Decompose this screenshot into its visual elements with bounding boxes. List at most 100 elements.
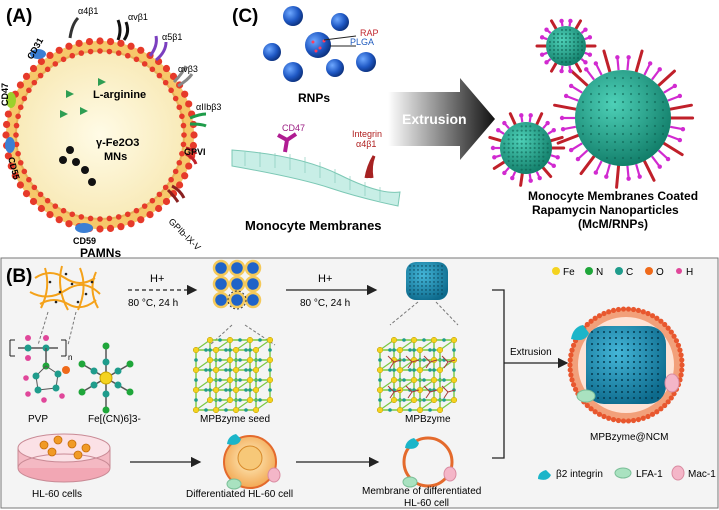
c-atom [408, 368, 412, 372]
membrane-texture-dot [507, 142, 510, 145]
membrane-texture-dot [572, 48, 576, 52]
cd47-spike-head [583, 27, 588, 32]
membrane-texture-dot [524, 164, 528, 167]
membrane-texture-dot [560, 48, 564, 52]
membrane-texture-dot [520, 133, 523, 137]
hl60-membrane-vesicle [402, 436, 457, 488]
pore-dot [409, 273, 411, 275]
c-atom [388, 408, 392, 412]
ncm-lipid-head [569, 377, 575, 383]
pore-dot [429, 265, 431, 267]
cd47-protein [277, 132, 298, 153]
ncm-lipid-head [596, 313, 603, 319]
ncm-lipid-head [615, 417, 622, 424]
prussian-blue-lattice-mpbzyme [376, 336, 458, 414]
pore-dot [603, 391, 605, 393]
membrane-label-line2: HL-60 cell [404, 498, 449, 509]
ncm-lipid-head [635, 416, 642, 423]
membrane-texture-dot [520, 138, 523, 141]
pore-dot [609, 391, 611, 393]
pore-dot [433, 273, 435, 275]
h-legend-label: H [686, 267, 693, 278]
cd47-spike-head [568, 68, 573, 74]
seed-zoom-circle [227, 290, 247, 310]
membrane-texture-dot [511, 164, 515, 167]
cd47-spike-head [544, 27, 549, 32]
pore-dot [609, 367, 611, 369]
pore-dot [409, 293, 411, 295]
c-atom [228, 388, 232, 392]
c-atom [392, 368, 396, 372]
lipid-head-outer [55, 216, 63, 224]
pore-dot [615, 397, 617, 399]
integrin-spike [488, 135, 503, 143]
c-atom [412, 348, 416, 352]
c-atom [388, 348, 392, 352]
fe-atom [252, 366, 260, 374]
membrane-texture-dot [589, 140, 593, 144]
membrane-texture-dot [516, 159, 519, 163]
membrane-texture-dot [511, 138, 515, 141]
ncm-lipid-head [592, 409, 598, 415]
lipid-head-outer [11, 172, 19, 180]
membrane-texture-dot [613, 148, 617, 152]
pvp-branch [405, 385, 420, 399]
pore-dot [425, 273, 427, 275]
membrane-texture-dot [503, 146, 506, 150]
membrane-texture-dot [629, 76, 633, 80]
pore-dot [651, 385, 653, 387]
cd47-label: CD47 [0, 83, 10, 106]
pore-dot [597, 379, 599, 381]
c-legend-marker [615, 267, 623, 275]
mpbzyme-seed-particle [228, 259, 246, 277]
pore-dot [421, 273, 423, 275]
pore-dot [437, 293, 439, 295]
cd47-spike-head [665, 156, 671, 162]
membrane-texture-dot [537, 133, 541, 137]
c-atom [248, 368, 252, 372]
pore-dot [657, 355, 659, 357]
lipid-head-outer [96, 37, 104, 45]
lipid-head-inner [172, 168, 179, 175]
membrane-texture-dot [605, 148, 609, 152]
integrin-spike [579, 154, 596, 176]
lipid-head-outer [46, 51, 54, 60]
integrin-spike [615, 164, 621, 189]
lipid-head-outer [16, 181, 25, 189]
pore-dot [591, 337, 593, 339]
c-atom [428, 408, 432, 412]
lipid-head-outer [117, 223, 125, 231]
membrane-texture-dot [605, 156, 609, 160]
membrane-texture-dot [645, 108, 649, 112]
integrin-spike [492, 160, 506, 170]
lipid-head-inner [78, 214, 85, 220]
lipid-head-inner [176, 104, 183, 111]
membrane-texture-dot [542, 151, 545, 154]
mpbzyme-seed-particle [212, 275, 230, 293]
pore-dot [603, 343, 605, 345]
pore-dot [413, 277, 415, 279]
pore-dot [417, 289, 419, 291]
ferricyanide-label: Fe[(CN)6]3- [88, 414, 141, 425]
membrane-texture-dot [542, 138, 545, 141]
lipid-head-outer [46, 210, 54, 219]
c-atom [378, 398, 382, 402]
lipid-head-inner [133, 207, 140, 214]
mpbzyme-nanocube [406, 262, 448, 300]
ncm-lipid-heads [567, 306, 685, 424]
pore-dot [609, 337, 611, 339]
membrane-texture-dot [533, 133, 536, 137]
membrane-texture-dot [613, 84, 617, 88]
lipid-head-inner [87, 215, 94, 222]
membrane-texture-dot [629, 100, 633, 104]
c-atom [258, 338, 262, 342]
c-atom [432, 348, 436, 352]
fe-atom [416, 406, 424, 414]
membrane-texture-dot [556, 48, 560, 52]
fe-atom [396, 406, 404, 414]
c-atom [452, 348, 456, 352]
lipid-head-outer [37, 204, 45, 213]
membrane-texture-dot [560, 40, 564, 44]
pore-dot [437, 269, 439, 271]
membrane-texture-dot [576, 32, 580, 36]
